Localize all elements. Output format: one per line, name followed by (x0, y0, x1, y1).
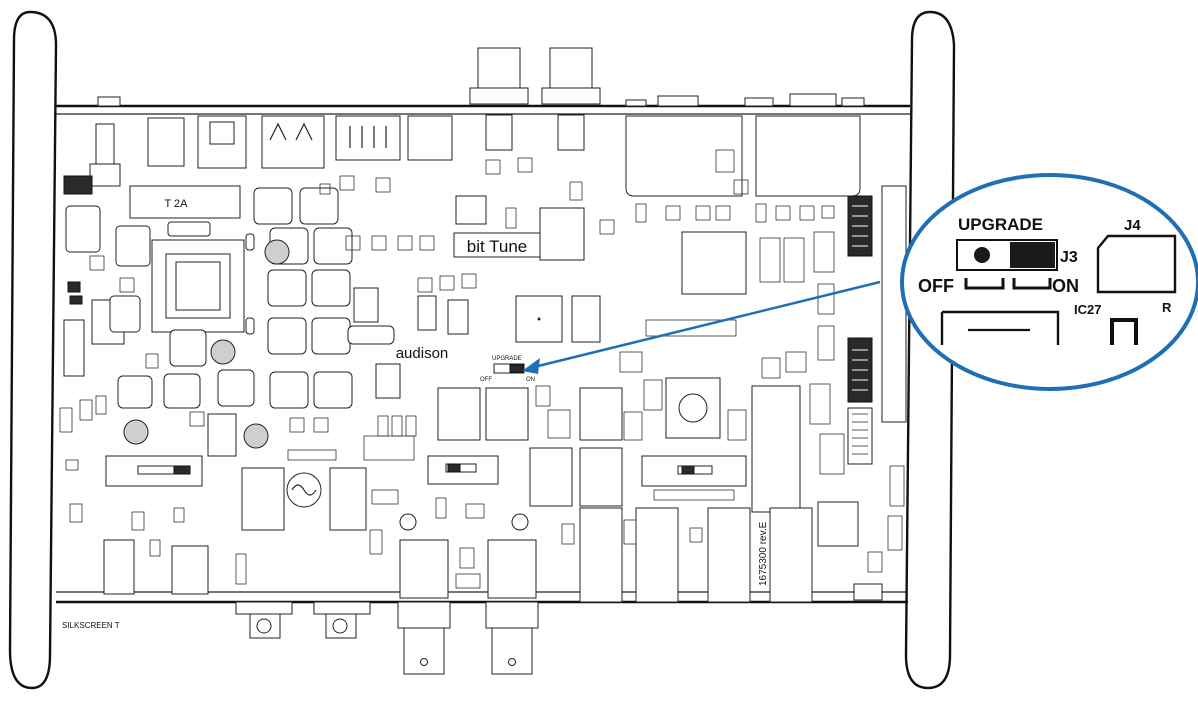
upgrade-switch-small: UPGRADE OFF ON (480, 356, 535, 383)
large-connectors-right (625, 115, 861, 197)
bottom-edge-connectors (103, 507, 883, 603)
callout-j3-label: J3 (1060, 249, 1078, 266)
on-small-label: ON (526, 377, 535, 383)
upgrade-small-label: UPGRADE (492, 356, 522, 362)
right-side-panel (904, 10, 956, 690)
upgrade-callout: UPGRADE J3 OFF ON J4 IC27 R (900, 173, 1198, 391)
bottom-rca-connectors (235, 601, 371, 639)
fuse: T 2A (129, 185, 241, 219)
callout-on-label: ON (1052, 276, 1079, 296)
off-small-label: OFF (480, 377, 492, 383)
top-small-connectors (97, 93, 865, 107)
relays (241, 385, 859, 547)
round-capacitors (123, 233, 290, 449)
bit-tune-logo: bit Tune (453, 232, 541, 258)
spring-terminal (89, 123, 121, 187)
capacitor-grid (117, 187, 353, 409)
power-section (63, 175, 245, 377)
trimmer-circle (286, 472, 322, 508)
callout-off-label: OFF (918, 276, 954, 296)
ics (207, 195, 747, 457)
bit-tune-label: bit Tune (467, 237, 528, 256)
callout-upgrade-label: UPGRADE (958, 215, 1043, 234)
left-side-panel (8, 10, 58, 690)
header-connectors (847, 185, 907, 465)
callout-ic27-label: IC27 (1074, 302, 1101, 317)
rca-connector-top-1 (469, 47, 529, 151)
fuse-label: T 2A (164, 198, 188, 210)
revision-label: 1675300 rev.E (758, 521, 769, 586)
rca-connector-top-2 (541, 47, 601, 151)
slide-switches (105, 455, 747, 487)
silkscreen-label: SILKSCREEN T (62, 621, 120, 630)
audison-label: audison (396, 345, 449, 362)
switch-knob-icon (974, 247, 990, 263)
volume-pot (665, 377, 721, 439)
callout-r-label: R (1162, 300, 1172, 315)
callout-arrow (522, 280, 881, 374)
bnc-connectors (397, 513, 539, 675)
callout-j4-label: J4 (1124, 217, 1141, 234)
small-components (59, 149, 905, 589)
power-connectors (147, 115, 453, 169)
